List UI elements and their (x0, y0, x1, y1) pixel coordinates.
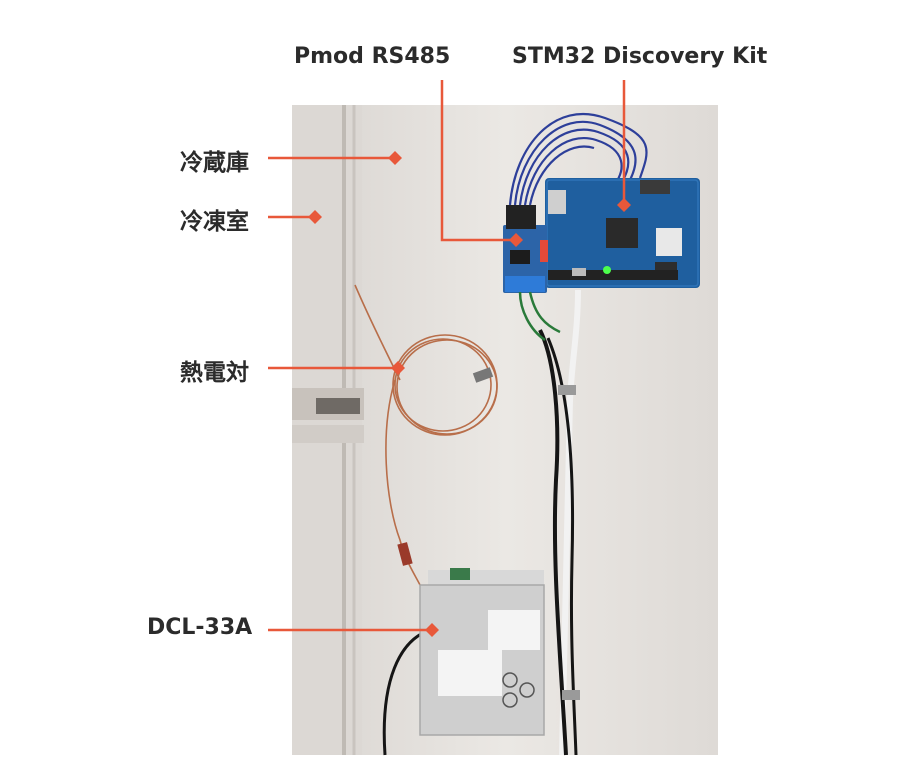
label-stm32-discovery-kit: STM32 Discovery Kit (512, 44, 768, 69)
callout-markers (308, 151, 631, 637)
label-dcl-33a: DCL-33A (147, 615, 253, 640)
label-thermocouple: 熱電対 (180, 360, 249, 386)
label-pmod-rs485: Pmod RS485 (294, 44, 451, 69)
dcl-33a-unit (419, 568, 545, 736)
callouts (268, 80, 626, 632)
jumper-wires (508, 112, 648, 206)
label-freezer: 冷凍室 (180, 209, 249, 235)
stm32-board (545, 178, 700, 288)
label-refrigerator: 冷蔵庫 (180, 150, 249, 176)
